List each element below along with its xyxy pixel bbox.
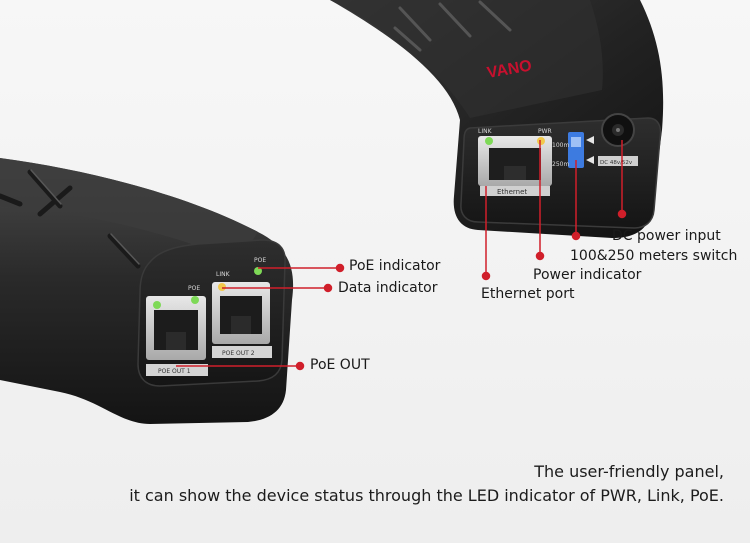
- callout-ethernet-port: Ethernet port: [481, 286, 575, 302]
- grip-grooves-front: [0, 169, 141, 269]
- rear-device: VANO LINK PWR Ethernet 100m 250m: [330, 0, 664, 238]
- link-label-rear: LINK: [478, 128, 493, 135]
- poe-led-1: [191, 296, 199, 304]
- callout-data-indicator: Data indicator: [338, 280, 438, 296]
- data-led-2: [218, 283, 226, 291]
- poe-label-2: POE: [254, 257, 266, 264]
- poe-out-2-label: POE OUT 2: [222, 350, 255, 357]
- caption-line-1: The user-friendly panel,: [534, 462, 724, 481]
- pwr-label: PWR: [538, 128, 552, 135]
- ethernet-label: Ethernet: [497, 188, 527, 196]
- caption-line-2: it can show the device status through th…: [129, 486, 724, 505]
- callout-power-indicator: Power indicator: [533, 267, 642, 283]
- poe-out-1-port: [146, 296, 208, 376]
- link-led-rear: [485, 137, 493, 145]
- callout-poe-out: PoE OUT: [310, 357, 370, 373]
- switch-100-label: 100m: [552, 142, 569, 149]
- poe-out-1-label: POE OUT 1: [158, 368, 191, 375]
- link-label-front: LINK: [216, 271, 231, 278]
- callout-lines: [176, 140, 627, 371]
- callout-meters-switch: 100&250 meters switch: [570, 248, 738, 264]
- dc-jack: [598, 113, 638, 166]
- ethernet-port-rear: [478, 136, 552, 196]
- switch-250-label: 250m: [552, 161, 569, 168]
- front-device: POE OUT 1 POE OUT 2 POE LINK POE: [0, 158, 294, 424]
- grip-grooves: [393, 0, 512, 52]
- callout-dc-power-input: DC power input: [612, 228, 721, 244]
- meters-switch: [568, 132, 594, 168]
- arrow-up-icon: [586, 136, 594, 144]
- pwr-led: [537, 137, 545, 145]
- dc-label: DC 48v/52v: [600, 160, 633, 166]
- callout-poe-indicator: PoE indicator: [349, 258, 441, 274]
- data-led-1: [153, 301, 161, 309]
- arrow-down-icon: [586, 156, 594, 164]
- poe-out-2-port: [212, 267, 272, 358]
- poe-label-1: POE: [188, 285, 200, 292]
- poe-led-2: [254, 267, 262, 275]
